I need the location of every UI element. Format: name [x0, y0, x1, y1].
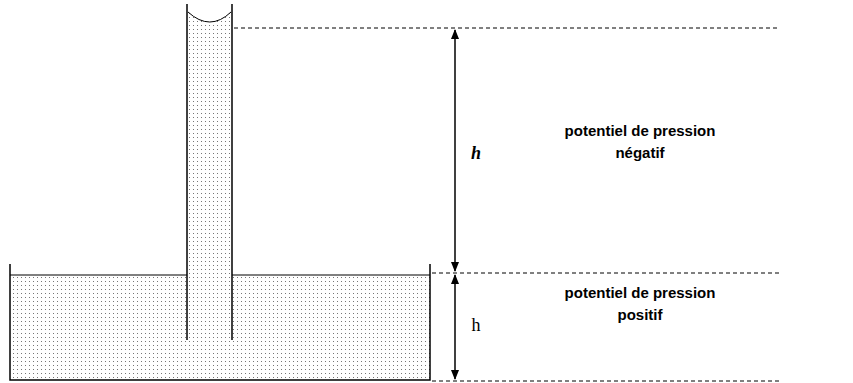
- region-label: potentiel de pression négatif: [545, 120, 735, 164]
- reference-line: [234, 28, 780, 29]
- dimension-arrow: [454, 30, 456, 271]
- height-symbol: h: [466, 142, 486, 164]
- liquid-column: [188, 12, 231, 340]
- dimension-arrow: [454, 275, 456, 379]
- liquid-surface: [232, 275, 430, 276]
- reference-line: [432, 273, 780, 274]
- height-symbol: h: [466, 314, 486, 336]
- tube-wall: [231, 4, 233, 340]
- region-label: potentiel de pression positif: [545, 282, 735, 326]
- tube-wall: [186, 4, 188, 340]
- liquid-surface: [10, 275, 187, 276]
- container: [10, 264, 430, 380]
- meniscus: [188, 12, 231, 22]
- reference-line: [432, 381, 780, 382]
